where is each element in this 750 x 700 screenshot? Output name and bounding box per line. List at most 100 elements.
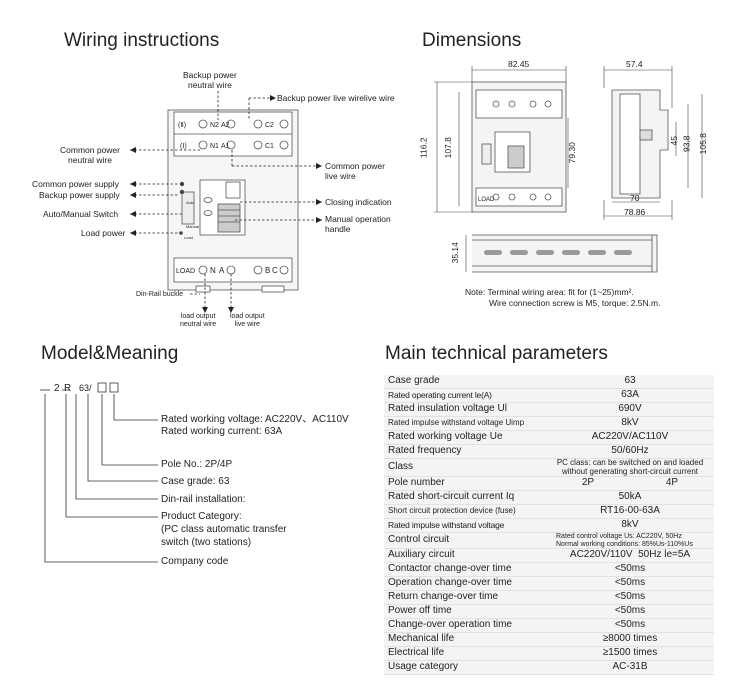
device-b-label: B: [265, 266, 271, 275]
dimensions-note-1: Note: Terminal wiring area: fit for (1~2…: [465, 287, 634, 297]
parameter-name: Return change-over time: [384, 590, 546, 605]
parameter-name: Rated working voltage Ue: [384, 430, 546, 445]
parameter-value: <50ms: [546, 590, 714, 605]
device-n2-label: N2: [210, 122, 219, 129]
parameter-name: Rated operating current le(A): [384, 388, 546, 403]
parameter-row: Electrical life≥1500 times: [384, 646, 714, 661]
parameter-name: Operation change-over time: [384, 576, 546, 591]
model-desc-company: Company code: [161, 556, 229, 567]
parameter-value: Rated control voltage Us: AC220V, 50Hz N…: [546, 532, 714, 549]
closing-indication-label: Closing indication: [325, 197, 392, 207]
dim-base-width: 70: [630, 193, 640, 203]
parameter-value: 2P 4P: [546, 476, 714, 491]
backup-power-live-wire-label: Backup power live wirelive wire: [277, 93, 395, 103]
dim-side-total-width: 78.86: [624, 207, 646, 217]
device-c-label: C: [272, 266, 278, 275]
load-output-neutral-wire-label: load output neutral wire: [180, 313, 217, 328]
manual-operation-handle-label: Manual operation handle: [325, 214, 391, 234]
parameter-name: Class: [384, 458, 546, 477]
parameter-name: Usage category: [384, 660, 546, 675]
parameter-value: <50ms: [546, 604, 714, 619]
parameter-name: Rated impulse withstand voltage Uimp: [384, 416, 546, 431]
model-code-2: 2: [54, 383, 60, 394]
parameter-name: Pole number: [384, 476, 546, 491]
din-rail-buckle-label: Din-Rail buckle: [136, 291, 184, 298]
parameter-name: Rated insulation voltage Ul: [384, 402, 546, 417]
parameter-name: Power off time: [384, 604, 546, 619]
parameter-name: Auxiliary circuit: [384, 548, 546, 563]
device-a1-label: A1: [221, 143, 230, 150]
device-manual-label: Manual: [186, 224, 200, 229]
model-code-r: R: [64, 383, 72, 394]
dimensions-note-2: Wire connection screw is M5, torque: 2.5…: [489, 298, 661, 308]
parameter-row: Short circuit protection device (fuse)RT…: [384, 504, 714, 519]
model-code-63: 63/: [79, 383, 92, 393]
device-n-label: N: [210, 266, 216, 275]
parameter-value: 8kV: [546, 416, 714, 431]
model-desc-din-rail: Din-rail installation:: [161, 494, 246, 505]
parameter-name: Mechanical life: [384, 632, 546, 647]
device-row-ii-label: (Ⅱ): [178, 122, 187, 129]
parameter-value: 50kA: [546, 490, 714, 505]
load-power-label: Load power: [81, 228, 126, 238]
parameter-value: <50ms: [546, 562, 714, 577]
parameter-name: Electrical life: [384, 646, 546, 661]
wiring-instructions-title: Wiring instructions: [64, 30, 220, 51]
parameter-value: AC220V/110V 50Hz le=5A: [546, 548, 714, 563]
device-a2-label: A2: [221, 122, 230, 129]
parameter-value: 8kV: [546, 518, 714, 533]
parameter-row: Rated operating current le(A)63A: [384, 388, 714, 403]
parameter-value: 63: [546, 375, 714, 389]
parameter-name: Short circuit protection device (fuse): [384, 504, 546, 519]
parameter-value: 690V: [546, 402, 714, 417]
parameter-row: Change-over operation time<50ms: [384, 618, 714, 633]
model-desc-category-detail: (PC class automatic transfer: [161, 524, 287, 535]
parameter-name: Case grade: [384, 375, 546, 389]
parameter-value: ≥8000 times: [546, 632, 714, 647]
model-desc-category-stations: switch (two stations): [161, 537, 252, 548]
dim-front-width: 82.45: [508, 59, 530, 69]
parameter-value: 63A: [546, 388, 714, 403]
parameter-row: Contactor change-over time<50ms: [384, 562, 714, 577]
device-load-small-label: Load: [184, 235, 193, 240]
backup-power-supply-label: Backup power supply: [39, 190, 120, 200]
common-power-supply-label: Common power supply: [32, 179, 119, 189]
load-output-live-wire-label: load output live wire: [230, 313, 265, 328]
parameter-value-part: 2P: [581, 477, 595, 489]
parameter-name: Contactor change-over time: [384, 562, 546, 577]
dimensions-title: Dimensions: [422, 30, 522, 51]
parameter-value: 50/60Hz: [546, 444, 714, 459]
model-meaning-title: Model&Meaning: [41, 343, 179, 364]
parameter-name: Rated frequency: [384, 444, 546, 459]
dim-side-width: 57.4: [626, 59, 643, 69]
parameter-name: Change-over operation time: [384, 618, 546, 633]
model-desc-pole: Pole No.: 2P/4P: [161, 459, 233, 470]
parameter-value-part: 4P: [665, 477, 679, 489]
device-load-label: LOAD: [176, 268, 196, 275]
common-power-live-wire-label: Common power live wire: [325, 161, 385, 181]
dim-front-load-label: LOAD: [478, 197, 495, 203]
device-n1-label: N1: [210, 143, 219, 150]
parameter-value: AC220V/AC110V: [546, 430, 714, 445]
model-desc-case-grade: Case grade: 63: [161, 476, 230, 487]
parameter-name: Rated impulse withstand voltage: [384, 518, 546, 533]
backup-power-neutral-wire-label: Backup power neutral wire: [183, 70, 237, 90]
parameter-row: Pole number 2P 4P: [384, 476, 714, 491]
main-technical-parameters-title: Main technical parameters: [385, 343, 608, 364]
parameter-value: ≥1500 times: [546, 646, 714, 661]
parameter-name: Rated short-circuit current Iq: [384, 490, 546, 505]
parameter-row: Operation change-over time<50ms: [384, 576, 714, 591]
